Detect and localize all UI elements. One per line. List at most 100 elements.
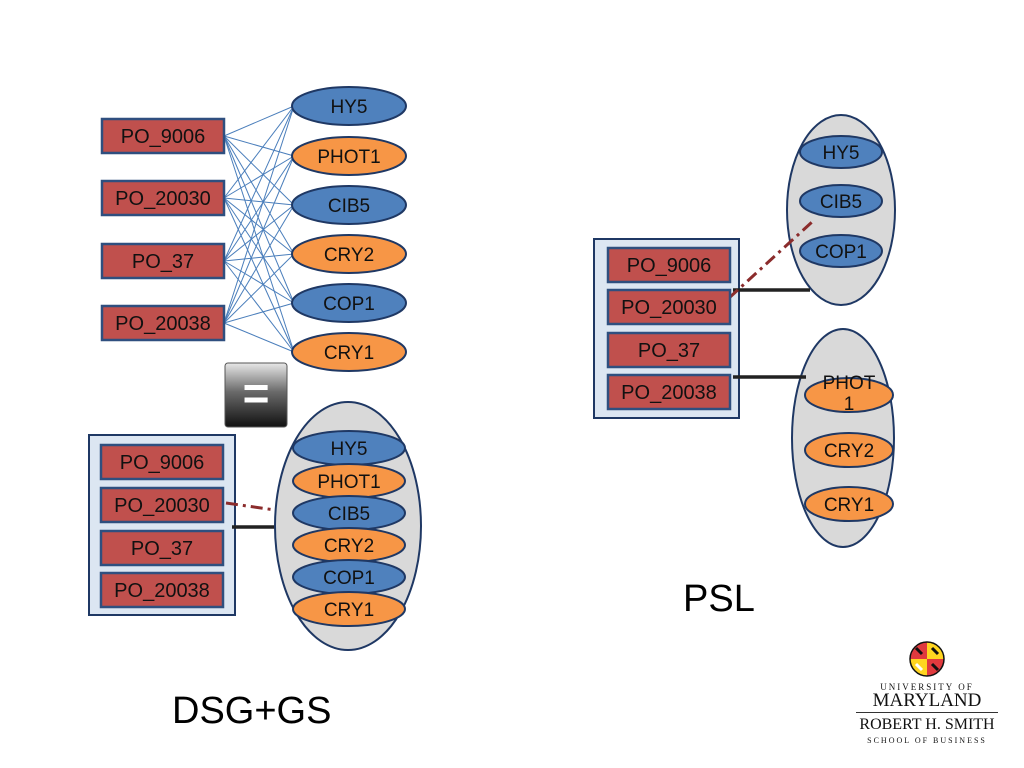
top-edge-po-37-cib5	[223, 204, 295, 262]
top-edge-po-20030-cry1	[223, 197, 295, 353]
psl-po-label-po-20038: PO_20038	[621, 382, 717, 404]
top-gene-label-hy5: HY5	[331, 97, 368, 118]
psl-dashed-edge	[727, 220, 814, 300]
top-edge-po-20030-phot1	[223, 155, 295, 199]
psl-gene-label-cop1: COP1	[815, 242, 867, 263]
psl-gene-hy5	[799, 135, 883, 169]
top-edge-po-37-phot1	[223, 155, 295, 262]
top-edge-po-20038-cib5	[223, 204, 295, 324]
psl-po-box-po-37	[606, 331, 732, 369]
top-po-label-po-20030: PO_20030	[115, 188, 211, 210]
top-edge-po-37-hy5	[223, 105, 295, 262]
top-po-box-po-20038	[100, 304, 226, 342]
top-edge-po-9006-cop1	[223, 135, 295, 304]
psl-gene-label-phot1-line2: 1	[844, 394, 855, 415]
top-graph-edges	[223, 105, 295, 353]
logo-divider	[856, 712, 998, 713]
dsg-po-label-po-20038: PO_20038	[114, 580, 210, 602]
dsg-gene-cry1	[292, 591, 406, 627]
psl-gene-label-cib5: CIB5	[820, 192, 862, 213]
dsg-gene-label-cry2: CRY2	[324, 536, 374, 557]
logo-school-of-business: SCHOOL OF BUSINESS	[867, 736, 987, 745]
top-edge-po-20030-cry2	[223, 197, 295, 255]
psl-structure	[593, 114, 896, 548]
equals-symbol: =	[243, 367, 270, 419]
top-po-box-po-9006	[100, 117, 226, 155]
psl-po-label-po-37: PO_37	[638, 340, 700, 362]
top-edge-po-20030-hy5	[223, 105, 295, 199]
top-gene-hy5	[291, 86, 407, 126]
dsg-po-label-po-20030: PO_20030	[114, 495, 210, 517]
top-edge-po-20038-phot1	[223, 155, 295, 324]
top-edge-po-9006-hy5	[223, 105, 295, 137]
top-edge-po-9006-phot1	[223, 135, 295, 157]
top-gene-label-cry2: CRY2	[324, 245, 374, 266]
psl-gene-label-phot1-line1: PHOT	[823, 373, 876, 394]
psl-po-box-po-9006	[606, 246, 732, 284]
top-edge-po-20038-cry1	[223, 322, 295, 353]
equals-box: =	[224, 362, 288, 428]
dsg-po-box-po-9006	[99, 443, 225, 481]
top-gene-label-cib5: CIB5	[328, 196, 370, 217]
top-edge-po-20038-hy5	[223, 105, 295, 324]
logo-robert-h-smith: ROBERT H. SMITH	[859, 716, 995, 733]
psl-gene-cry1	[804, 486, 894, 522]
top-edge-po-20030-cop1	[223, 197, 295, 304]
top-po-box-po-37	[100, 242, 226, 280]
psl-caption: PSL	[683, 578, 755, 620]
top-edge-po-20038-cry2	[223, 253, 295, 324]
psl-po-box-po-20038	[606, 373, 732, 411]
dsg-po-box-po-37	[99, 529, 225, 567]
psl-po-box-po-20030	[606, 288, 732, 326]
logo-university-of: UNIVERSITY OF	[880, 682, 974, 692]
dsg-gene-label-phot1: PHOT1	[317, 472, 380, 493]
top-po-label-po-37: PO_37	[132, 251, 194, 273]
psl-gene-phot1	[804, 377, 894, 413]
psl-gene-cib5	[799, 184, 883, 218]
top-edge-po-9006-cry1	[223, 135, 295, 353]
top-gene-cib5	[291, 185, 407, 225]
dsg-gene-label-cry1: CRY1	[324, 600, 374, 621]
psl-gene-label-cry2: CRY2	[824, 441, 874, 462]
top-gene-cry1	[291, 332, 407, 372]
top-po-box-po-20030	[100, 179, 226, 217]
top-gene-cop1	[291, 283, 407, 323]
psl-po-label-po-9006: PO_9006	[627, 255, 712, 277]
top-edge-po-20030-cib5	[223, 197, 295, 206]
psl-gene-cop1	[799, 234, 883, 268]
top-gene-label-phot1: PHOT1	[317, 147, 380, 168]
dsg-po-box-po-20038	[99, 571, 225, 609]
university-logo: UNIVERSITY OF MARYLAND ROBERT H. SMITH S…	[852, 640, 1002, 750]
top-edge-po-9006-cib5	[223, 135, 295, 206]
dsg-gene-label-cop1: COP1	[323, 568, 375, 589]
dsg-gene-label-cib5: CIB5	[328, 504, 370, 525]
psl-gene-label-hy5: HY5	[823, 143, 860, 164]
dsg-po-label-po-37: PO_37	[131, 538, 193, 560]
dsg-po-label-po-9006: PO_9006	[120, 452, 205, 474]
top-edge-po-37-cry2	[223, 253, 295, 262]
psl-po-label-po-20030: PO_20030	[621, 297, 717, 319]
dsg-gs-caption: DSG+GS	[172, 690, 332, 732]
top-gene-label-cry1: CRY1	[324, 343, 374, 364]
top-po-label-po-9006: PO_9006	[121, 126, 206, 148]
top-edge-po-20038-cop1	[223, 302, 295, 324]
top-edge-po-37-cry1	[223, 260, 295, 353]
top-gene-cry2	[291, 234, 407, 274]
top-po-label-po-20038: PO_20038	[115, 313, 211, 335]
top-edge-po-37-cop1	[223, 260, 295, 304]
top-gene-phot1	[291, 136, 407, 176]
top-edge-po-9006-cry2	[223, 135, 295, 255]
logo-maryland: MARYLAND	[872, 690, 982, 711]
top-gene-label-cop1: COP1	[323, 294, 375, 315]
psl-gene-cry2	[804, 432, 894, 468]
dsg-po-box-po-20030	[99, 486, 225, 524]
maryland-shield-icon	[909, 641, 945, 677]
psl-gene-label-cry1: CRY1	[824, 495, 874, 516]
